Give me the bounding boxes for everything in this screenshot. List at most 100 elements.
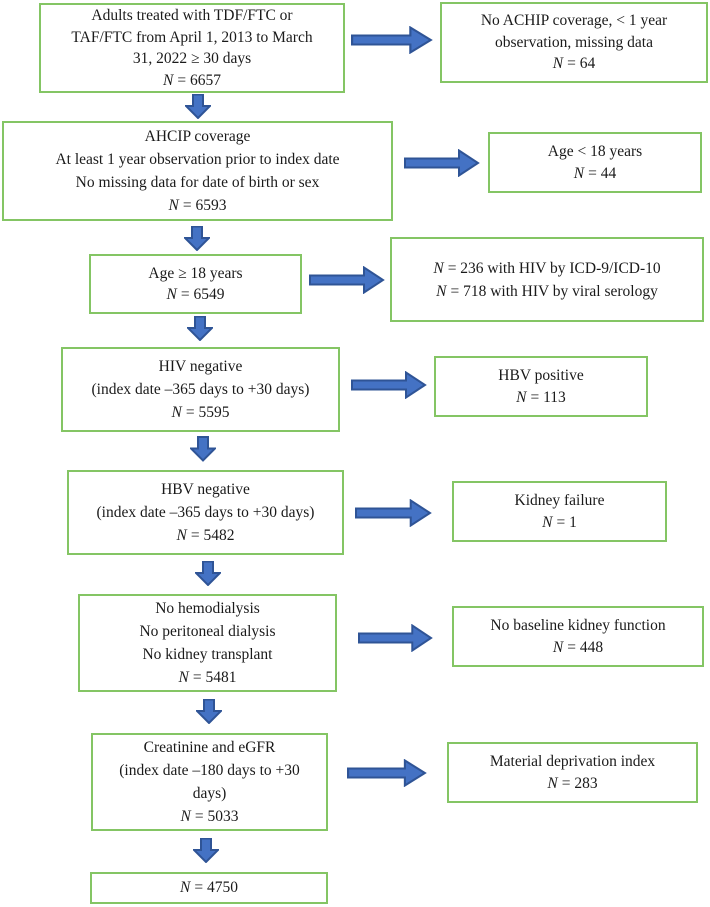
- text-line: Age ≥ 18 years: [148, 264, 243, 282]
- text-line: (index date –180 days to +30: [119, 762, 300, 779]
- flow-arrow-down-6: [196, 699, 222, 724]
- n-count: N= 6657: [47, 70, 337, 92]
- n-count: N= 1: [460, 512, 659, 534]
- exclusion-box-no-achip: No ACHIP coverage, < 1 year observation,…: [440, 2, 708, 83]
- n-value: = 4750: [194, 879, 238, 897]
- flow-box-treated-adults: Adults treated with TDF/FTC or TAF/FTC f…: [39, 3, 345, 93]
- text-line: Creatinine and eGFR: [143, 739, 276, 756]
- n-count: N= 4750: [98, 877, 320, 899]
- exclusion-box-age-under-18: Age < 18 years N= 44: [488, 132, 702, 193]
- flow-arrow-down-3: [187, 316, 213, 341]
- text-line: Material deprivation index: [489, 753, 656, 770]
- text-line: No baseline kidney function: [490, 617, 666, 634]
- text-line: Age < 18 years: [547, 143, 643, 160]
- n-symbol: N: [552, 55, 564, 73]
- exclusion-arrow-7: [347, 759, 427, 787]
- n-count: N= 5482: [75, 524, 336, 547]
- exclusion-arrow-1: [351, 26, 433, 54]
- n-value: = 236 with HIV by ICD-9/ICD-10: [447, 259, 661, 277]
- exclusion-box-material-deprivation: Material deprivation index N= 283: [447, 742, 698, 803]
- n-value: = 6657: [177, 71, 221, 89]
- text-line: No kidney transplant: [142, 646, 273, 663]
- n-value: = 5595: [185, 404, 230, 421]
- text-line: No missing data for date of birth or sex: [75, 174, 320, 191]
- text-line: observation, missing data: [495, 33, 653, 51]
- exclusion-box-hiv-positive: N= 236 with HIV by ICD-9/ICD-10 N= 718 w…: [390, 237, 704, 322]
- n-symbol: N: [516, 388, 527, 406]
- n-count: N= 5033: [99, 805, 320, 828]
- n-symbol: N: [433, 259, 444, 277]
- text-line: days): [192, 785, 227, 802]
- n-count: N= 5595: [69, 401, 332, 424]
- text-line: No peritoneal dialysis: [139, 623, 276, 640]
- n-count: N= 6593: [10, 194, 385, 217]
- text-line: HBV negative: [161, 481, 250, 498]
- exclusion-box-no-baseline-kidney-function: No baseline kidney function N= 448: [452, 606, 704, 667]
- text-line: (index date –365 days to +30 days): [91, 381, 310, 398]
- n-value: = 5482: [190, 527, 235, 544]
- text-line: No ACHIP coverage, < 1 year: [480, 12, 668, 30]
- n-symbol: N: [180, 808, 191, 825]
- flow-arrow-down-7: [193, 838, 219, 863]
- n-count: N= 5481: [86, 666, 329, 689]
- text-line: (index date –365 days to +30 days): [96, 504, 315, 521]
- flow-arrow-down-4: [190, 436, 216, 462]
- exclusion-box-hbv-positive: HBV positive N= 113: [434, 356, 648, 417]
- flow-box-no-dialysis: No hemodialysis No peritoneal dialysis N…: [78, 594, 337, 692]
- text-line: TAF/FTC from April 1, 2013 to March: [71, 28, 313, 46]
- n-symbol: N: [163, 71, 174, 89]
- exclusion-arrow-2: [404, 149, 480, 177]
- flow-box-hbv-negative: HBV negative (index date –365 days to +3…: [67, 470, 344, 555]
- n-symbol: N: [547, 774, 558, 792]
- flow-arrow-down-1: [185, 94, 211, 119]
- text-line: No hemodialysis: [155, 600, 260, 617]
- n-value: = 718 with HIV by viral serology: [450, 282, 658, 300]
- n-value: = 113: [530, 388, 566, 406]
- n-symbol: N: [168, 197, 179, 214]
- n-value: = 283: [561, 774, 598, 792]
- n-count: N= 113: [442, 387, 640, 409]
- n-value: = 448: [567, 638, 604, 656]
- text-line: 31, 2022 ≥ 30 days: [132, 50, 252, 67]
- text-line: Adults treated with TDF/FTC or: [91, 7, 293, 24]
- text-line: At least 1 year observation prior to ind…: [55, 151, 340, 168]
- n-symbol: N: [166, 286, 177, 303]
- exclusion-box-kidney-failure: Kidney failure N= 1: [452, 481, 667, 542]
- exclusion-arrow-4: [351, 371, 427, 399]
- n-symbol: N: [436, 282, 447, 300]
- exclusion-arrow-6: [358, 624, 433, 652]
- flow-arrow-down-2: [184, 226, 210, 251]
- n-symbol: N: [171, 404, 182, 421]
- n-value: = 64: [567, 55, 596, 73]
- flow-box-hiv-negative: HIV negative (index date –365 days to +3…: [61, 347, 340, 432]
- flow-box-creatinine-egfr: Creatinine and eGFR (index date –180 day…: [91, 733, 328, 831]
- n-value: = 5033: [194, 808, 239, 825]
- n-value: = 6593: [182, 197, 227, 214]
- n-symbol: N: [552, 638, 564, 656]
- exclusion-arrow-5: [355, 499, 432, 527]
- exclusion-arrow-3: [309, 266, 385, 294]
- flow-arrow-down-5: [195, 561, 221, 586]
- text-line: AHCIP coverage: [144, 128, 251, 145]
- n-count: N= 718 with HIV by viral serology: [398, 280, 696, 303]
- flow-box-age-18-plus: Age ≥ 18 years N= 6549: [89, 254, 302, 314]
- text-line: HIV negative: [158, 358, 243, 375]
- n-symbol: N: [542, 513, 553, 531]
- n-value: = 6549: [180, 286, 225, 303]
- n-symbol: N: [180, 879, 191, 897]
- n-value: = 44: [588, 164, 617, 182]
- n-count: N= 283: [455, 773, 690, 795]
- n-count: N= 6549: [97, 284, 294, 306]
- n-symbol: N: [573, 164, 585, 182]
- n-count: N= 448: [460, 637, 696, 659]
- n-count: N= 44: [496, 163, 694, 185]
- n-symbol: N: [176, 527, 187, 544]
- flow-box-ahcip-coverage: AHCIP coverage At least 1 year observati…: [2, 121, 393, 221]
- n-value: = 1: [556, 513, 577, 531]
- n-symbol: N: [178, 669, 189, 686]
- text-line: Kidney failure: [514, 492, 605, 509]
- n-value: = 5481: [192, 669, 237, 686]
- flow-box-final-cohort: N= 4750: [90, 872, 328, 904]
- text-line: HBV positive: [498, 367, 584, 384]
